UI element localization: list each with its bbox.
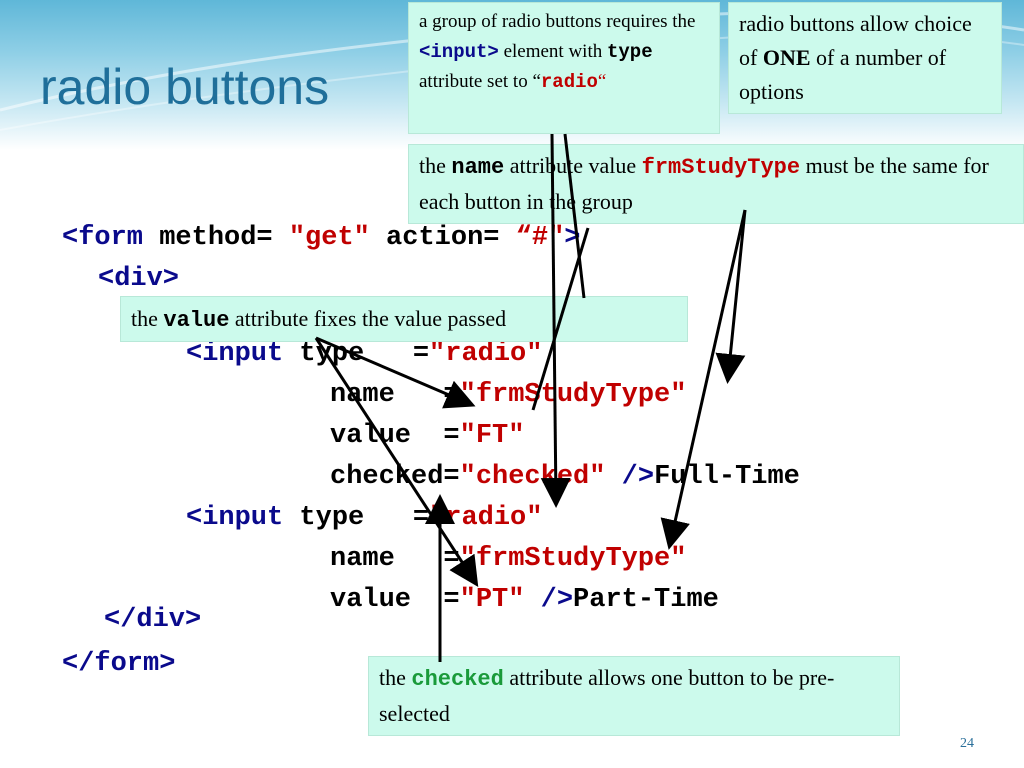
code-div-open: <div>: [98, 264, 180, 294]
note-checked-text-2: attribute allows one button to be pre-se…: [379, 665, 835, 726]
arrow-name-to-name1: [531, 227, 590, 411]
note-group-type-word: type: [607, 41, 653, 63]
note-name-text-1: the: [419, 153, 452, 178]
code-input1-value-val: "FT": [459, 421, 525, 451]
code-form-tag: <form: [62, 223, 144, 253]
code-input1-name-val: "frmStudyType": [459, 380, 687, 410]
code-input1-value: value =: [330, 421, 460, 451]
code-input1-close: />: [605, 462, 655, 492]
note-group-text-3: attribute set to “: [419, 71, 541, 92]
code-line-input1-checked: checked="checked" />Full-Time: [330, 457, 800, 498]
note-choice-text-2: of a number of options: [739, 45, 947, 104]
code-form-action: action=: [369, 223, 516, 253]
arrow-name-to-name2: [660, 209, 747, 550]
code-input2-label: Part-Time: [573, 585, 719, 615]
code-input1-label: Full-Time: [654, 462, 800, 492]
code-input1-checked-val: "checked": [459, 462, 606, 492]
code-input2-tag: <input: [186, 503, 284, 533]
note-group-text-1: a group of radio buttons requires the: [419, 11, 696, 32]
code-input2-type: type =: [283, 503, 430, 533]
code-input1-checked: checked=: [330, 462, 460, 492]
code-input2-name-val: "frmStudyType": [459, 544, 687, 574]
note-name-text-3: must be the same for each button in the …: [419, 153, 989, 214]
slide-title: radio buttons: [40, 59, 330, 115]
arrow-value-to-value2: [314, 337, 479, 588]
note-radio-group: a group of radio buttons requires the <i…: [408, 2, 720, 134]
note-group-radio-word: radio: [540, 71, 598, 93]
code-input2-close: />: [524, 585, 574, 615]
note-checked-attribute: the checked attribute allows one button …: [368, 656, 900, 736]
note-choice-one: ONE: [762, 45, 811, 70]
code-line-input1-value: value ="FT": [330, 416, 524, 457]
code-form-method-val: "get": [288, 223, 370, 253]
code-form-close: </form>: [62, 649, 176, 679]
code-div-close: </div>: [104, 605, 202, 635]
code-form-action-val: “#": [515, 223, 565, 253]
note-value-attribute: the value attribute fixes the value pass…: [120, 296, 688, 342]
note-radio-choice: radio buttons allow choice of ONE of a n…: [728, 2, 1002, 114]
note-checked-text-1: the: [379, 665, 412, 690]
note-checked-word: checked: [411, 667, 504, 692]
arrow-group-to-type1: [563, 133, 586, 299]
note-name-word: name: [451, 155, 505, 180]
note-group-input-tag: <input>: [419, 41, 499, 63]
page-number: 24: [960, 736, 974, 751]
code-input2-value-val: "PT": [459, 585, 525, 615]
arrow-name-to-name1-end: [715, 209, 747, 384]
arrow-value-to-value1: [315, 336, 476, 409]
note-name-text-2: attribute value: [504, 153, 642, 178]
note-value-text-1: the: [131, 306, 164, 331]
code-line-input2-value: value ="PT" />Part-Time: [330, 580, 719, 621]
note-group-text-2: element with: [498, 41, 607, 62]
code-input2-value: value =: [330, 585, 460, 615]
code-form-method: method=: [143, 223, 289, 253]
arrow-group-to-type2: [540, 133, 571, 508]
note-value-word: value: [163, 308, 230, 333]
note-value-text-2: attribute fixes the value passed: [229, 306, 507, 331]
note-choice-text-1: radio buttons allow choice of: [739, 11, 972, 70]
note-name-value: frmStudyType: [641, 155, 801, 180]
code-line-input2-name: name ="frmStudyType": [330, 539, 686, 580]
note-name-attribute: the name attribute value frmStudyType mu…: [408, 144, 1024, 224]
code-line-input1-name: name ="frmStudyType": [330, 375, 686, 416]
code-input1-type-val: "radio": [429, 339, 543, 369]
code-input1-tag: <input: [186, 339, 284, 369]
note-group-text-4: “: [597, 71, 607, 92]
